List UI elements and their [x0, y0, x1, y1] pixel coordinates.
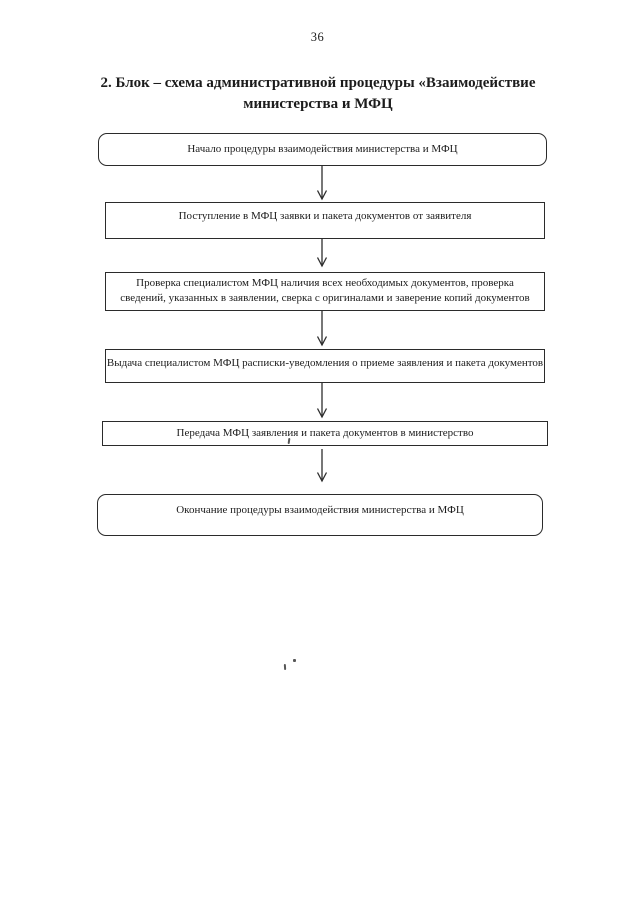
flow-arrow-3 [316, 311, 328, 347]
page-title-line-1: 2. Блок – схема административной процеду… [100, 75, 536, 91]
flow-node-step-3-label: Выдача специалистом МФЦ расписки-уведомл… [106, 357, 544, 369]
page-title: 2. Блок – схема административной процеду… [78, 73, 558, 115]
flow-arrow-5 [316, 449, 328, 483]
scan-artifact [293, 659, 296, 662]
flow-node-step-3: Выдача специалистом МФЦ расписки-уведомл… [105, 349, 545, 383]
flow-arrow-4 [316, 383, 328, 419]
page-title-line-2: министерства и МФЦ [243, 96, 393, 112]
flow-node-step-1: Поступление в МФЦ заявки и пакета докуме… [105, 202, 545, 239]
page-number: 36 [310, 30, 325, 44]
flow-node-step-1-label: Поступление в МФЦ заявки и пакета докуме… [178, 210, 472, 222]
flow-node-end-label: Окончание процедуры взаимодействия минис… [176, 504, 464, 516]
flow-node-start-label: Начало процедуры взаимодействия министер… [187, 143, 458, 156]
flow-node-end: Окончание процедуры взаимодействия минис… [97, 494, 543, 536]
flow-node-step-4: Передача МФЦ заявления и пакета документ… [102, 421, 548, 446]
flow-arrow-2 [316, 239, 328, 268]
flow-arrow-1 [316, 166, 328, 201]
scan-artifact [283, 663, 287, 671]
flow-node-step-4-label: Передача МФЦ заявления и пакета документ… [176, 427, 474, 440]
flow-node-start: Начало процедуры взаимодействия министер… [98, 133, 547, 166]
flow-node-step-2: Проверка специалистом МФЦ наличия всех н… [105, 272, 545, 311]
flow-node-step-2-label: Проверка специалистом МФЦ наличия всех н… [120, 277, 530, 304]
